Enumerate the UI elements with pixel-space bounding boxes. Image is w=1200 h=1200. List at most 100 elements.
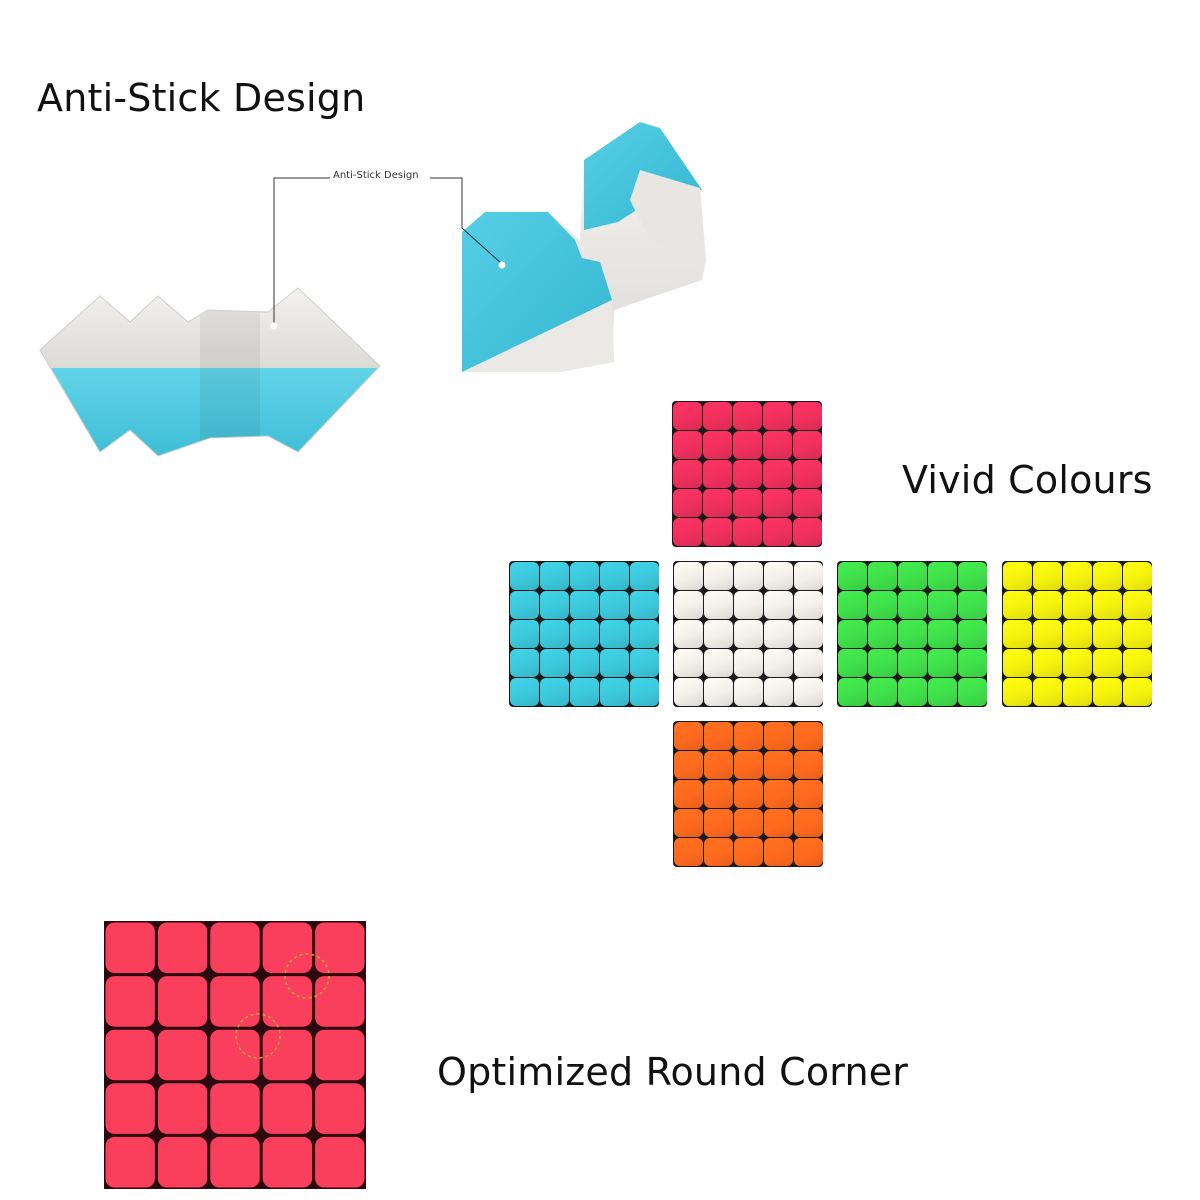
face-cell bbox=[599, 649, 629, 678]
face-cell bbox=[793, 649, 823, 678]
zoom-face-cell bbox=[262, 1029, 313, 1081]
face-cell bbox=[629, 590, 659, 619]
face-cell bbox=[673, 649, 703, 678]
face-bottom bbox=[673, 721, 823, 867]
face-cell bbox=[1002, 678, 1032, 707]
face-cell bbox=[702, 401, 732, 430]
zoom-face-cell bbox=[157, 1083, 208, 1134]
face-cell bbox=[599, 619, 629, 649]
zoom-face-cell bbox=[315, 1029, 365, 1081]
face-cell bbox=[732, 489, 762, 518]
zoom-face-cell bbox=[315, 922, 365, 974]
face-cell bbox=[509, 649, 539, 678]
face-cell bbox=[539, 678, 569, 707]
face-cell bbox=[733, 590, 763, 619]
face-cell bbox=[957, 678, 987, 707]
face-cell bbox=[1122, 619, 1152, 649]
face-cell bbox=[1122, 678, 1152, 707]
zoom-face-cell bbox=[157, 1029, 208, 1081]
zoom-face-cell bbox=[315, 1136, 365, 1188]
face-cell bbox=[763, 750, 793, 779]
face-cell bbox=[732, 401, 762, 430]
face-cell bbox=[762, 401, 792, 430]
face-cell bbox=[702, 459, 732, 489]
face-cell bbox=[792, 489, 822, 518]
face-cell bbox=[1032, 649, 1062, 678]
face-cell bbox=[867, 678, 897, 707]
callout-dot-left bbox=[270, 322, 278, 330]
face-cell bbox=[763, 678, 793, 707]
face-cell bbox=[837, 619, 867, 649]
face-cell bbox=[1002, 619, 1032, 649]
face-cell bbox=[569, 649, 599, 678]
zoom-face-cell bbox=[157, 1136, 208, 1188]
face-cell bbox=[1092, 590, 1122, 619]
zoom-face-cell bbox=[210, 976, 260, 1027]
face-cell bbox=[762, 518, 792, 547]
face-cell bbox=[569, 619, 599, 649]
face-cell bbox=[703, 561, 733, 590]
face-cell bbox=[703, 838, 733, 867]
face-cell bbox=[837, 590, 867, 619]
face-cell bbox=[927, 561, 957, 590]
right-edge-piece bbox=[462, 122, 706, 372]
face-cell bbox=[763, 721, 793, 750]
face-cell bbox=[1122, 590, 1152, 619]
face-cell bbox=[763, 590, 793, 619]
face-cell bbox=[897, 649, 927, 678]
face-cell bbox=[867, 619, 897, 649]
face-cell bbox=[733, 561, 763, 590]
face-cell bbox=[1002, 649, 1032, 678]
face-cell bbox=[793, 838, 823, 867]
face-cell bbox=[569, 678, 599, 707]
face-cell bbox=[733, 721, 763, 750]
face-cell bbox=[1092, 649, 1122, 678]
face-cell bbox=[539, 619, 569, 649]
face-cell bbox=[732, 518, 762, 547]
face-cell bbox=[702, 518, 732, 547]
face-cell bbox=[673, 721, 703, 750]
face-cell bbox=[1062, 561, 1092, 590]
face-cell bbox=[673, 561, 703, 590]
face-cell bbox=[1092, 619, 1122, 649]
corner-marker-circle-1 bbox=[284, 953, 330, 999]
face-cell bbox=[927, 678, 957, 707]
face-cell bbox=[793, 561, 823, 590]
face-cell bbox=[793, 678, 823, 707]
face-cell bbox=[1032, 619, 1062, 649]
zoom-face-grid bbox=[104, 921, 366, 1189]
face-cell bbox=[673, 779, 703, 809]
zoom-face-cell bbox=[210, 922, 260, 974]
face-cell bbox=[1032, 561, 1062, 590]
face-cell bbox=[793, 721, 823, 750]
face-cell bbox=[673, 619, 703, 649]
face-cell bbox=[763, 649, 793, 678]
face-cell bbox=[733, 750, 763, 779]
face-cell bbox=[1122, 561, 1152, 590]
face-cell bbox=[509, 619, 539, 649]
face-cell bbox=[629, 561, 659, 590]
face-cell bbox=[763, 779, 793, 809]
face-cell bbox=[897, 678, 927, 707]
face-cell bbox=[897, 590, 927, 619]
face-cell bbox=[867, 649, 897, 678]
face-cell bbox=[733, 809, 763, 838]
anti-stick-heading: Anti-Stick Design bbox=[37, 76, 366, 120]
face-cell bbox=[1002, 561, 1032, 590]
face-cell bbox=[957, 649, 987, 678]
face-cell bbox=[673, 590, 703, 619]
face-right bbox=[837, 561, 987, 707]
face-cell bbox=[703, 809, 733, 838]
face-cell bbox=[793, 619, 823, 649]
face-cell bbox=[867, 561, 897, 590]
zoom-face-cell bbox=[210, 1136, 260, 1188]
face-cell bbox=[867, 590, 897, 619]
face-cell bbox=[673, 809, 703, 838]
face-cell bbox=[509, 590, 539, 619]
face-cell bbox=[1062, 678, 1092, 707]
face-cell bbox=[599, 561, 629, 590]
face-far-right bbox=[1002, 561, 1152, 707]
face-cell bbox=[897, 561, 927, 590]
zoom-face-cell bbox=[105, 922, 155, 974]
face-cell bbox=[927, 590, 957, 619]
